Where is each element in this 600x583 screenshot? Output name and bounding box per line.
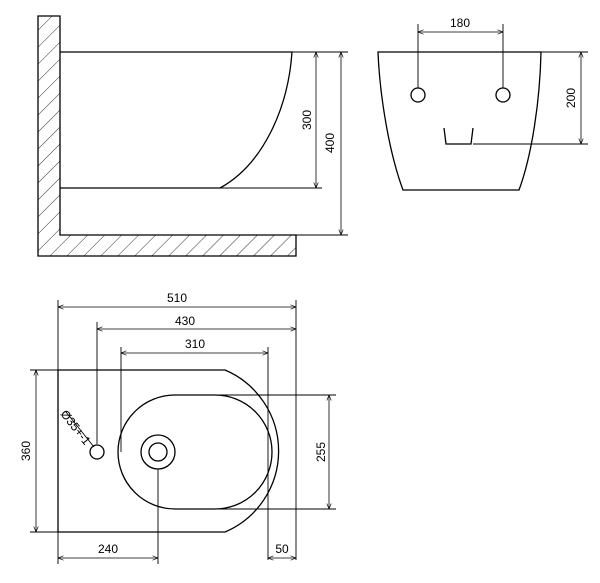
dim-240-label: 240 bbox=[98, 542, 118, 556]
dim-430-label: 430 bbox=[175, 314, 195, 328]
dim-510-label: 510 bbox=[167, 291, 187, 305]
dim-310-label: 310 bbox=[185, 337, 205, 351]
dim-200-label: 200 bbox=[564, 88, 578, 108]
dim-360-label: 360 bbox=[19, 441, 33, 461]
drain-outer bbox=[140, 434, 176, 470]
mounting-hole-right bbox=[495, 87, 511, 103]
drain-outlet bbox=[443, 127, 474, 145]
dim-400-label: 400 bbox=[323, 133, 337, 153]
dim-50-label: 50 bbox=[275, 542, 289, 556]
front-view: 180 200 bbox=[377, 16, 588, 191]
hole-diameter-label: Ø35+-1 bbox=[58, 407, 94, 448]
tap-hole bbox=[89, 444, 105, 460]
mounting-hole-left bbox=[410, 87, 426, 103]
dim-300-label: 300 bbox=[300, 110, 314, 130]
dim-180-label: 180 bbox=[450, 16, 470, 30]
dim-255-label: 255 bbox=[314, 442, 328, 462]
drain-inner bbox=[148, 442, 168, 462]
bidet-side-profile bbox=[60, 51, 293, 189]
bidet-front-profile bbox=[377, 51, 542, 191]
bidet-top-outline bbox=[57, 369, 280, 533]
side-view: 300 400 bbox=[37, 15, 348, 257]
top-view: 510 430 310 360 255 240 50 Ø35+-1 bbox=[19, 291, 336, 564]
